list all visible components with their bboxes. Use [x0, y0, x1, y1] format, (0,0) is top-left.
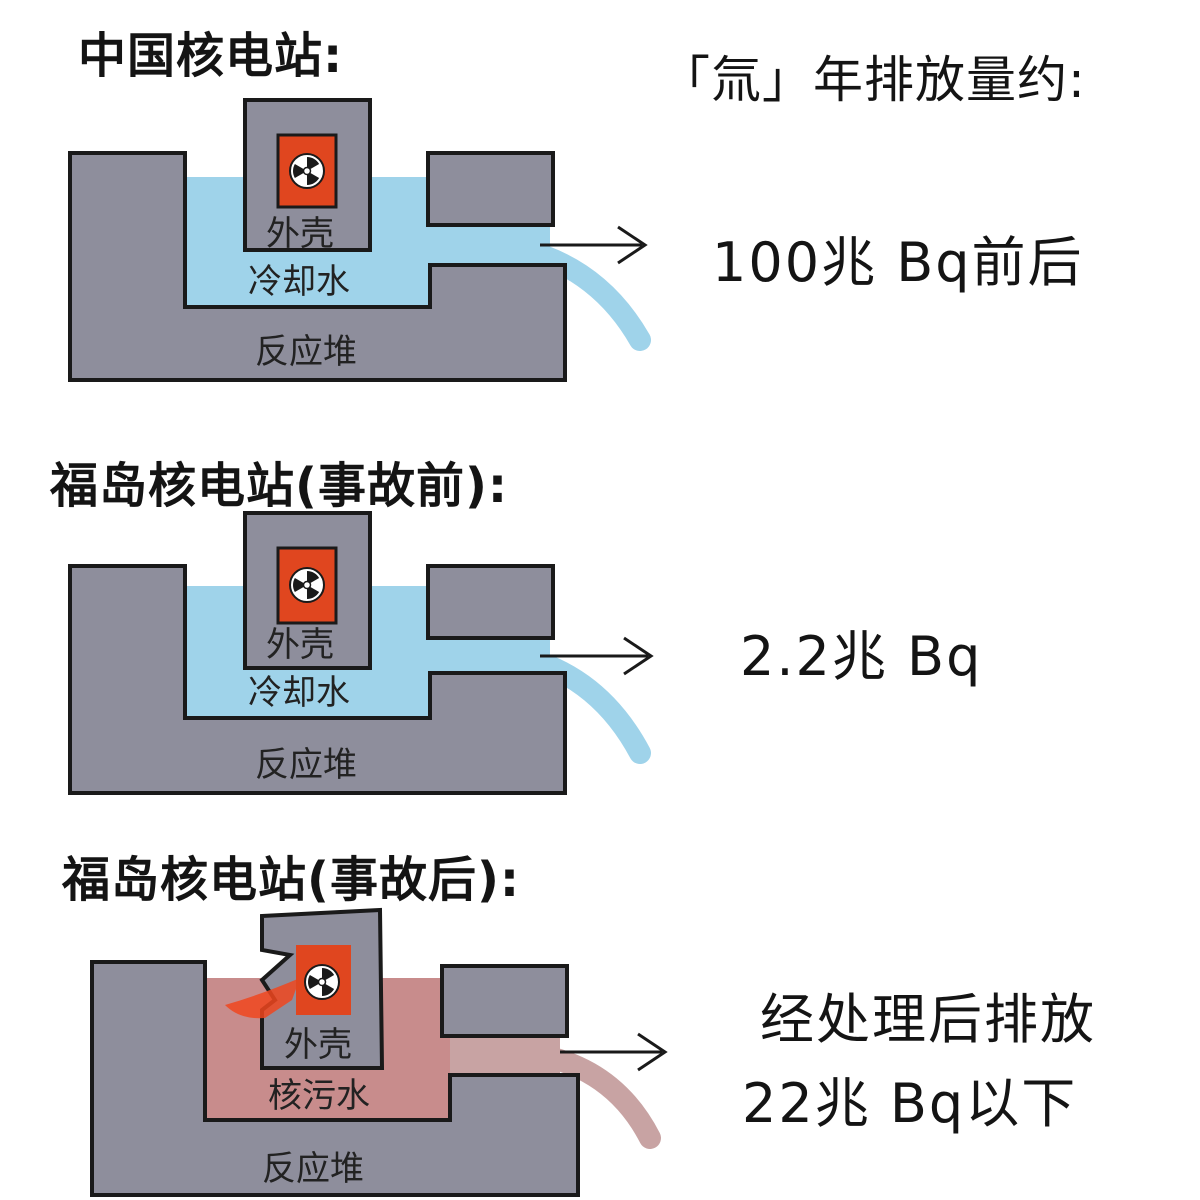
side-block	[426, 564, 555, 640]
label-cooling-water: 冷却水	[248, 262, 350, 302]
label-reactor: 反应堆	[255, 745, 357, 785]
value-fukushima-after-line2: 22兆 Bq以下	[742, 1072, 1078, 1135]
reactor-structure	[90, 960, 580, 1197]
radiation-icon	[289, 153, 325, 189]
annual-release-label: 「氚」年排放量约:	[660, 51, 1086, 109]
value-fukushima-after-line1: 经处理后排放	[760, 988, 1096, 1051]
discharge-arrow-head	[617, 225, 648, 265]
cooling-water-channel	[430, 225, 550, 265]
label-contaminated-water: 核污水	[268, 1076, 370, 1116]
side-block	[426, 151, 555, 227]
radiation-icon	[304, 964, 340, 1000]
contaminated-water-channel	[450, 1035, 560, 1075]
label-containment: 外壳	[266, 625, 334, 665]
value-china: 100兆 Bq前后	[712, 231, 1084, 294]
heading-fukushima-after: 福岛核电站(事故后):	[62, 852, 521, 908]
reactor-structure	[68, 564, 567, 795]
heading-fukushima-before: 福岛核电站(事故前):	[50, 458, 509, 514]
label-containment: 外壳	[266, 214, 334, 254]
label-reactor: 反应堆	[262, 1149, 364, 1189]
label-reactor: 反应堆	[255, 332, 357, 372]
radiation-icon	[289, 567, 325, 603]
label-containment: 外壳	[284, 1025, 352, 1065]
discharge-arrow-head	[637, 1032, 668, 1072]
diagram-china: 外壳 冷却水 反应堆	[68, 98, 651, 382]
label-cooling-water: 冷却水	[248, 673, 350, 713]
value-fukushima-before: 2.2兆 Bq	[740, 625, 983, 688]
diagram-fukushima-after: 外壳 核污水 反应堆	[90, 907, 668, 1197]
reactor-structure	[68, 151, 567, 382]
radiation-leak	[225, 978, 300, 1019]
side-block	[440, 964, 569, 1038]
discharge-arrow-head	[623, 636, 654, 676]
diagram-fukushima-before: 外壳 冷却水 反应堆	[68, 511, 654, 795]
heading-china-plant: 中国核电站:	[78, 28, 344, 84]
